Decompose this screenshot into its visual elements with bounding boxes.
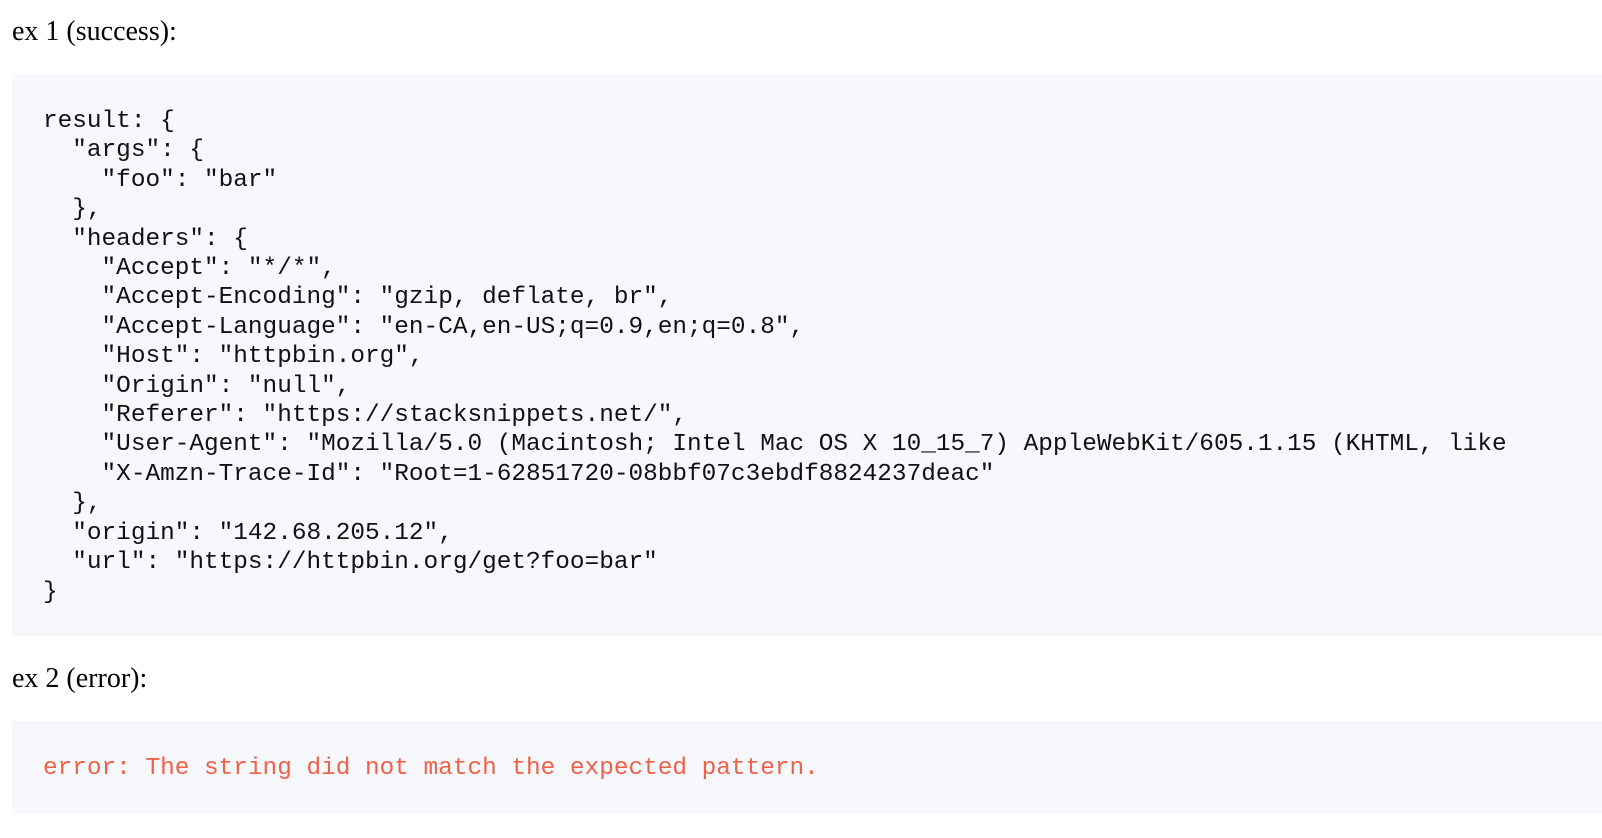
example-1-output-box: result: { "args": { "foo": "bar" }, "hea…: [12, 74, 1602, 636]
example-2-label: ex 2 (error):: [12, 663, 148, 694]
example-1-label: ex 1 (success):: [12, 16, 177, 47]
example-2-output-box: error: The string did not match the expe…: [12, 721, 1602, 814]
example-2-error-message: error: The string did not match the expe…: [43, 755, 819, 782]
example-1-result-json: result: { "args": { "foo": "bar" }, "hea…: [43, 108, 1507, 606]
